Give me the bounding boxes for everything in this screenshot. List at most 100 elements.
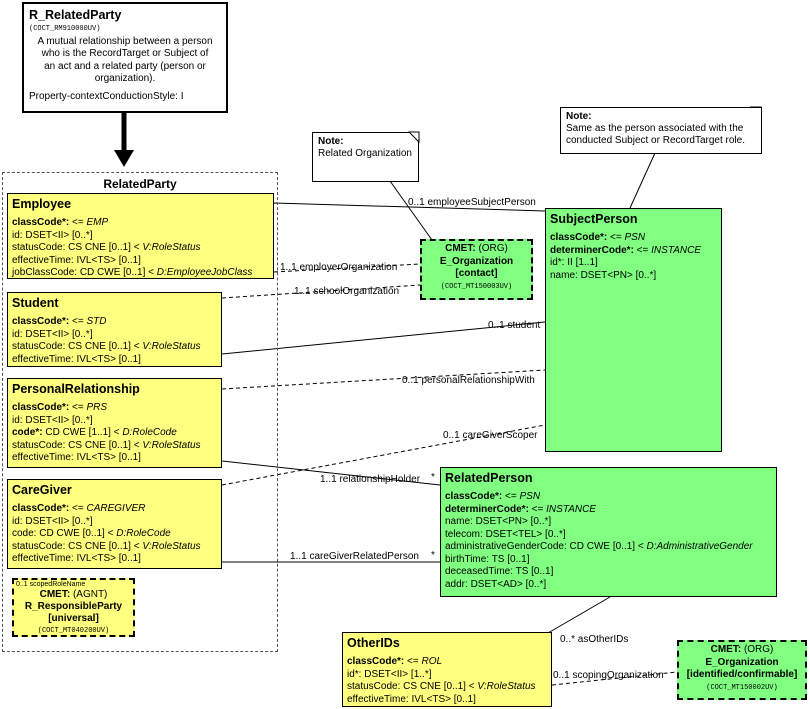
personal-relationship-title: PersonalRelationship xyxy=(12,382,140,396)
root-style: Property-contextConductionStyle: I xyxy=(29,90,184,102)
school-org-line xyxy=(221,284,421,299)
note-text: Related Organization xyxy=(318,148,412,159)
attr-value: TS [0..1] xyxy=(513,566,554,577)
attr-name: classCode*: xyxy=(12,217,70,228)
attr-value: CS CNE [0..1] < xyxy=(65,439,143,451)
choice-box-title: RelatedParty xyxy=(103,177,177,191)
attr-name: effectiveTime: xyxy=(12,553,74,564)
label-relationship-holder: 1..1 relationshipHolder xyxy=(320,474,421,485)
attr-value: IVL<TS> [0..1] xyxy=(73,353,141,365)
responsible-role-label: 0..1 scopedRoleName xyxy=(16,581,86,588)
label-student: 0..1 student xyxy=(488,320,541,331)
attr-value: IVL<TS> [0..1] xyxy=(73,452,141,463)
label-employer-organization: 1..1 employerOrganization xyxy=(280,262,398,273)
student-title: Student xyxy=(12,296,59,310)
attr-name: name: xyxy=(550,269,578,281)
note-heading: Note: xyxy=(566,111,592,122)
attr-name: code: xyxy=(12,528,37,539)
caregiver-scoper-line xyxy=(221,424,546,486)
root-class-name: R_RelatedParty xyxy=(29,8,122,22)
attr-name: deceasedTime: xyxy=(445,566,513,577)
attr-value: <= xyxy=(607,232,625,243)
other-ids-class-box: OtherIDs classCode*: <= ROL id*: DSET<II… xyxy=(342,632,552,707)
note-related-organization: Note: Related Organization xyxy=(312,132,419,182)
attr-value: DSET<II> [0..*] xyxy=(22,328,93,340)
attr-value: DSET<II> [0..*] xyxy=(22,229,93,241)
attr-name: jobClassCode: xyxy=(12,267,78,278)
root-class-code: (COCT_RM910000UV) xyxy=(29,25,101,33)
attr-ref: INSTANCE xyxy=(546,503,596,515)
personal-relationship-class-box: PersonalRelationship classCode*: <= PRS … xyxy=(7,378,222,468)
attr-ref: PSN xyxy=(519,491,541,502)
attr-ref: CAREGIVER xyxy=(86,503,146,514)
cmet-keyword: CMET: xyxy=(445,243,476,254)
attr-value: CS CNE [0..1] < xyxy=(400,681,478,692)
employer-org-line xyxy=(273,263,421,273)
label-multiplicity-star: * xyxy=(431,472,435,483)
as-other-ids-line xyxy=(547,596,611,634)
attr-name: classCode*: xyxy=(550,232,608,243)
personal-rel-line xyxy=(221,369,546,390)
note-heading: Note: xyxy=(318,136,344,147)
attr-value: DSET<II> [0..*] xyxy=(22,414,93,426)
attr-name: id: xyxy=(12,229,23,241)
attr-name: id*: xyxy=(550,257,565,268)
label-scoping-organization: 0..1 scopingOrganization xyxy=(553,670,664,681)
attr-ref: INSTANCE xyxy=(651,244,701,256)
label-caregiver-related-person: 1..1 careGiverRelatedPerson xyxy=(290,551,419,562)
attr-value: DSET<TEL> [0..*] xyxy=(482,528,566,540)
related-person-class-box: RelatedPerson classCode*: <= PSN determi… xyxy=(440,467,777,597)
attr-name: id*: xyxy=(347,668,362,680)
attr-name: id: xyxy=(12,414,23,426)
attr-ref: PRS xyxy=(86,402,108,413)
attr-value: <= xyxy=(69,402,87,413)
attr-value: CD CWE [0..1] < xyxy=(566,541,647,552)
label-multiplicity-star: * xyxy=(431,550,435,561)
attr-name: statusCode: xyxy=(12,540,66,552)
choice-box xyxy=(2,172,278,652)
attr-name: telecom: xyxy=(445,528,483,540)
attr-name: statusCode: xyxy=(12,242,66,253)
cmet-code: (COCT_MT040200UV) xyxy=(37,627,110,635)
attr-name: statusCode: xyxy=(12,341,66,352)
cmet-class: (AGNT) xyxy=(70,589,108,600)
attr-ref: D:EmployeeJobClass xyxy=(156,267,253,278)
cmet-class: (ORG) xyxy=(475,243,508,254)
attr-ref: D:RoleCode xyxy=(116,528,171,539)
attr-name: effectiveTime: xyxy=(12,452,74,463)
attr-name: statusCode: xyxy=(347,681,401,692)
cmet-flavor: [contact] xyxy=(455,268,498,279)
student-line xyxy=(221,321,546,355)
note-same-as-person: Note: Same as the person associated with… xyxy=(560,107,762,154)
attr-value: CD CWE [1..1] < xyxy=(42,427,123,438)
attr-ref: ROL xyxy=(421,656,443,667)
attr-name: administrativeGenderCode: xyxy=(445,541,567,552)
note-person-pointer xyxy=(629,152,656,209)
cmet-class: (ORG) xyxy=(741,644,774,655)
employee-subject-line xyxy=(273,202,546,212)
root-description-line: A mutual relationship between a person xyxy=(37,35,213,47)
attr-value: <= xyxy=(502,491,520,502)
attr-ref: V:RoleStatus xyxy=(142,341,201,352)
attr-value: IVL<TS> [0..1] xyxy=(73,553,141,564)
attr-ref: EMP xyxy=(86,217,109,228)
relationship-holder-line xyxy=(221,460,441,486)
label-personal-relationship-with: 0..1 personalRelationshipWith xyxy=(402,375,535,386)
root-class-box: R_RelatedParty (COCT_RM910000UV) A mutua… xyxy=(22,2,228,113)
attr-value: <= xyxy=(528,503,547,515)
attr-value: DSET<AD> [0..*] xyxy=(467,578,547,590)
derivation-arrow-head xyxy=(114,150,134,167)
attr-name: effectiveTime: xyxy=(12,353,74,365)
attr-value: CD CWE [0..1] < xyxy=(77,267,157,278)
related-person-title: RelatedPerson xyxy=(445,471,533,485)
attr-name: effectiveTime: xyxy=(12,254,74,266)
root-description-line: an act and a related party (person or xyxy=(44,60,206,72)
cmet-keyword: CMET: xyxy=(710,644,742,655)
note-org-pointer xyxy=(389,180,433,241)
cmet-flavor: [universal] xyxy=(48,613,99,624)
attr-name: classCode*: xyxy=(347,656,405,667)
attr-value: IVL<TS> [0..1] xyxy=(408,693,476,705)
attr-ref: D:RoleCode xyxy=(122,427,177,438)
attr-name: classCode*: xyxy=(12,316,70,327)
